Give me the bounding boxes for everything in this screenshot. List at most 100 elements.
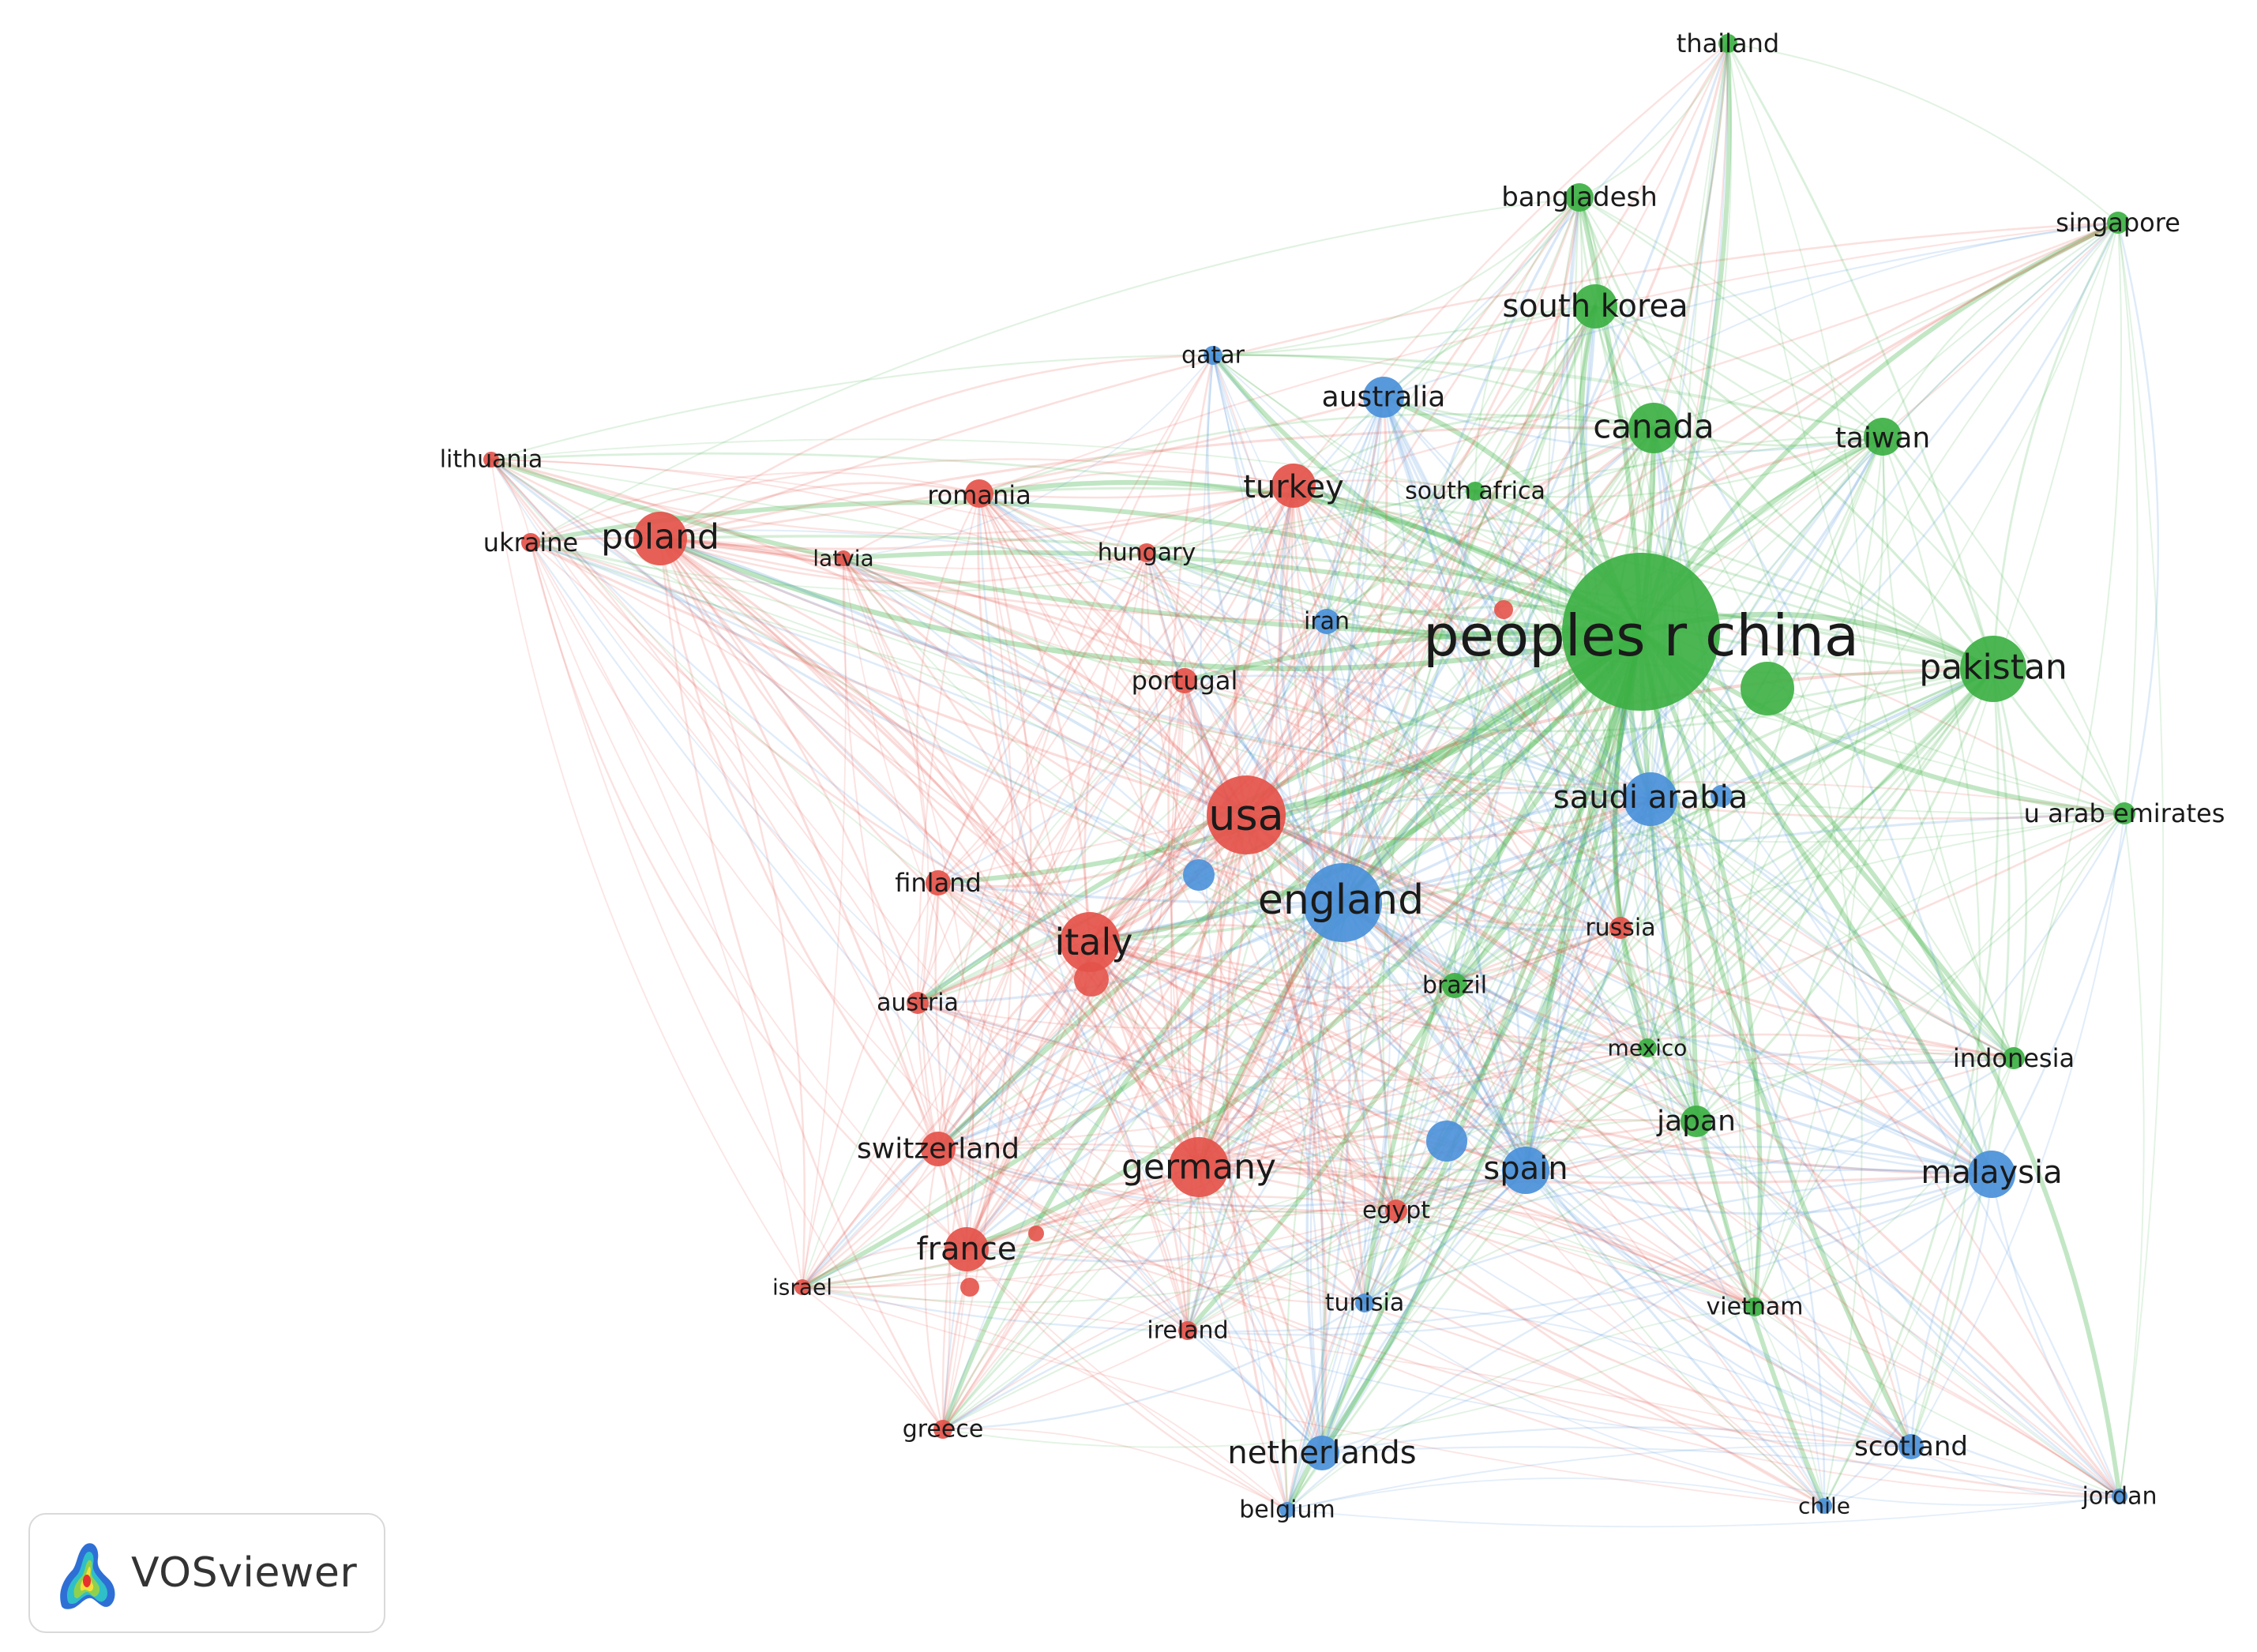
node-qatar[interactable] <box>1204 346 1222 365</box>
node-switzerland[interactable] <box>921 1132 956 1166</box>
node-romania[interactable] <box>965 479 993 508</box>
collaboration-link <box>529 196 1581 544</box>
collaboration-link <box>941 1166 1200 1431</box>
node-tunisia[interactable] <box>1355 1293 1374 1312</box>
collaboration-link <box>1245 813 1698 1123</box>
node-turkey[interactable] <box>1271 464 1316 508</box>
collaboration-link <box>1187 927 1621 1331</box>
collaboration-link <box>942 490 1476 1430</box>
node-taiwan[interactable] <box>1864 418 1902 456</box>
node-japan[interactable] <box>1681 1106 1712 1137</box>
node-bangladesh[interactable] <box>1565 183 1594 212</box>
collaboration-link <box>1395 1207 1756 1308</box>
node-usa[interactable] <box>1207 775 1286 854</box>
node-saudi-arabia[interactable] <box>1624 772 1677 826</box>
node-singapore[interactable] <box>2107 212 2129 234</box>
node-greece[interactable] <box>933 1420 952 1439</box>
collaboration-link <box>2119 813 2145 1497</box>
collaboration-link <box>965 1248 1289 1511</box>
node-scotland[interactable] <box>1898 1434 1924 1459</box>
collaboration-link <box>941 901 1344 1431</box>
node-england[interactable] <box>1303 863 1382 942</box>
collaboration-link <box>1188 813 1248 1169</box>
node-ireland[interactable] <box>1178 1321 1197 1340</box>
node-portugal[interactable] <box>1172 668 1197 693</box>
collaboration-link <box>1325 221 2120 623</box>
collaboration-link <box>1146 552 1825 1507</box>
collaboration-link <box>1646 426 1706 1049</box>
node-france[interactable] <box>944 1227 989 1271</box>
node-label-mexico: mexico <box>1608 1035 1688 1061</box>
collaboration-link <box>659 396 1385 540</box>
node-chile[interactable] <box>1816 1498 1832 1514</box>
node-label-turkey: turkey <box>1243 469 1344 505</box>
collaboration-link <box>1245 813 1328 1455</box>
collaboration-link <box>965 196 1581 1251</box>
collaboration-link <box>1619 435 1884 929</box>
collaboration-link <box>1211 354 1655 430</box>
node-south-africa[interactable] <box>1466 482 1485 501</box>
node-poland[interactable] <box>633 512 687 565</box>
collaboration-link <box>842 470 1295 560</box>
collaboration-link <box>1652 426 1884 447</box>
collaboration-link <box>1454 985 1756 1308</box>
node-vietnam[interactable] <box>1745 1297 1764 1316</box>
collaboration-link <box>1364 927 1621 1304</box>
collaboration-link <box>1695 812 2126 1123</box>
collaboration-link <box>937 1147 1398 1212</box>
node-pakistan[interactable] <box>1960 636 2026 702</box>
collaboration-link <box>1341 901 1527 1172</box>
node-latvia[interactable] <box>836 550 851 566</box>
collaboration-link <box>937 551 1148 884</box>
collaboration-link <box>937 484 1295 884</box>
collaboration-link <box>1197 1166 1993 1185</box>
collaboration-link <box>1524 798 1652 1172</box>
node-russia[interactable] <box>1609 917 1632 939</box>
collaboration-link <box>530 490 1476 592</box>
node-thailand[interactable] <box>1718 34 1737 53</box>
node-spain[interactable] <box>1502 1147 1549 1194</box>
node-australia[interactable] <box>1363 377 1404 418</box>
collaboration-link <box>801 667 1995 1289</box>
node-brazil[interactable] <box>1442 973 1467 998</box>
node-mexico[interactable] <box>1638 1038 1657 1057</box>
node-egypt[interactable] <box>1385 1200 1407 1222</box>
node-peoples-r-china[interactable] <box>1562 553 1720 711</box>
node-germany[interactable] <box>1169 1137 1229 1197</box>
collaboration-link <box>937 984 1456 1151</box>
node-ukraine[interactable] <box>521 533 540 552</box>
collaboration-link <box>490 354 1884 461</box>
collaboration-link <box>1453 798 1652 987</box>
collaboration-link <box>937 1147 1324 1455</box>
node-austria[interactable] <box>907 992 929 1014</box>
collaboration-link <box>1245 798 1652 841</box>
collaboration-link <box>1286 901 1351 1511</box>
collaboration-link <box>1088 426 1655 944</box>
node-finland[interactable] <box>926 870 951 895</box>
collaboration-link <box>1578 196 2126 815</box>
node-malaysia[interactable] <box>1968 1151 2015 1198</box>
collaboration-link <box>941 1169 1993 1431</box>
node-indonesia[interactable] <box>2003 1047 2025 1069</box>
node-canada[interactable] <box>1628 403 1679 453</box>
node-hungary[interactable] <box>1137 543 1156 562</box>
collaboration-link <box>1474 196 1581 493</box>
collaboration-link <box>1395 667 1995 1212</box>
collaboration-link <box>1524 1169 1913 1448</box>
node-lithuania[interactable] <box>483 452 499 467</box>
collaboration-link <box>1301 396 1385 1305</box>
node-label-malaysia: malaysia <box>1921 1155 2062 1191</box>
node-label-germany: germany <box>1121 1147 1276 1188</box>
collaboration-link <box>1594 305 1995 670</box>
node-belgium[interactable] <box>1279 1502 1295 1518</box>
node-south-korea[interactable] <box>1573 284 1617 329</box>
node-iran[interactable] <box>1314 609 1339 634</box>
collaboration-link <box>1652 426 1993 1176</box>
node-u-arab-emirates[interactable] <box>2113 802 2135 824</box>
node-netherlands[interactable] <box>1305 1436 1339 1470</box>
node-israel[interactable] <box>794 1279 810 1295</box>
node-jordan[interactable] <box>2112 1489 2127 1504</box>
collaboration-link <box>490 458 1295 535</box>
collaboration-link <box>1285 629 1643 1512</box>
node-italy[interactable] <box>1060 912 1120 972</box>
